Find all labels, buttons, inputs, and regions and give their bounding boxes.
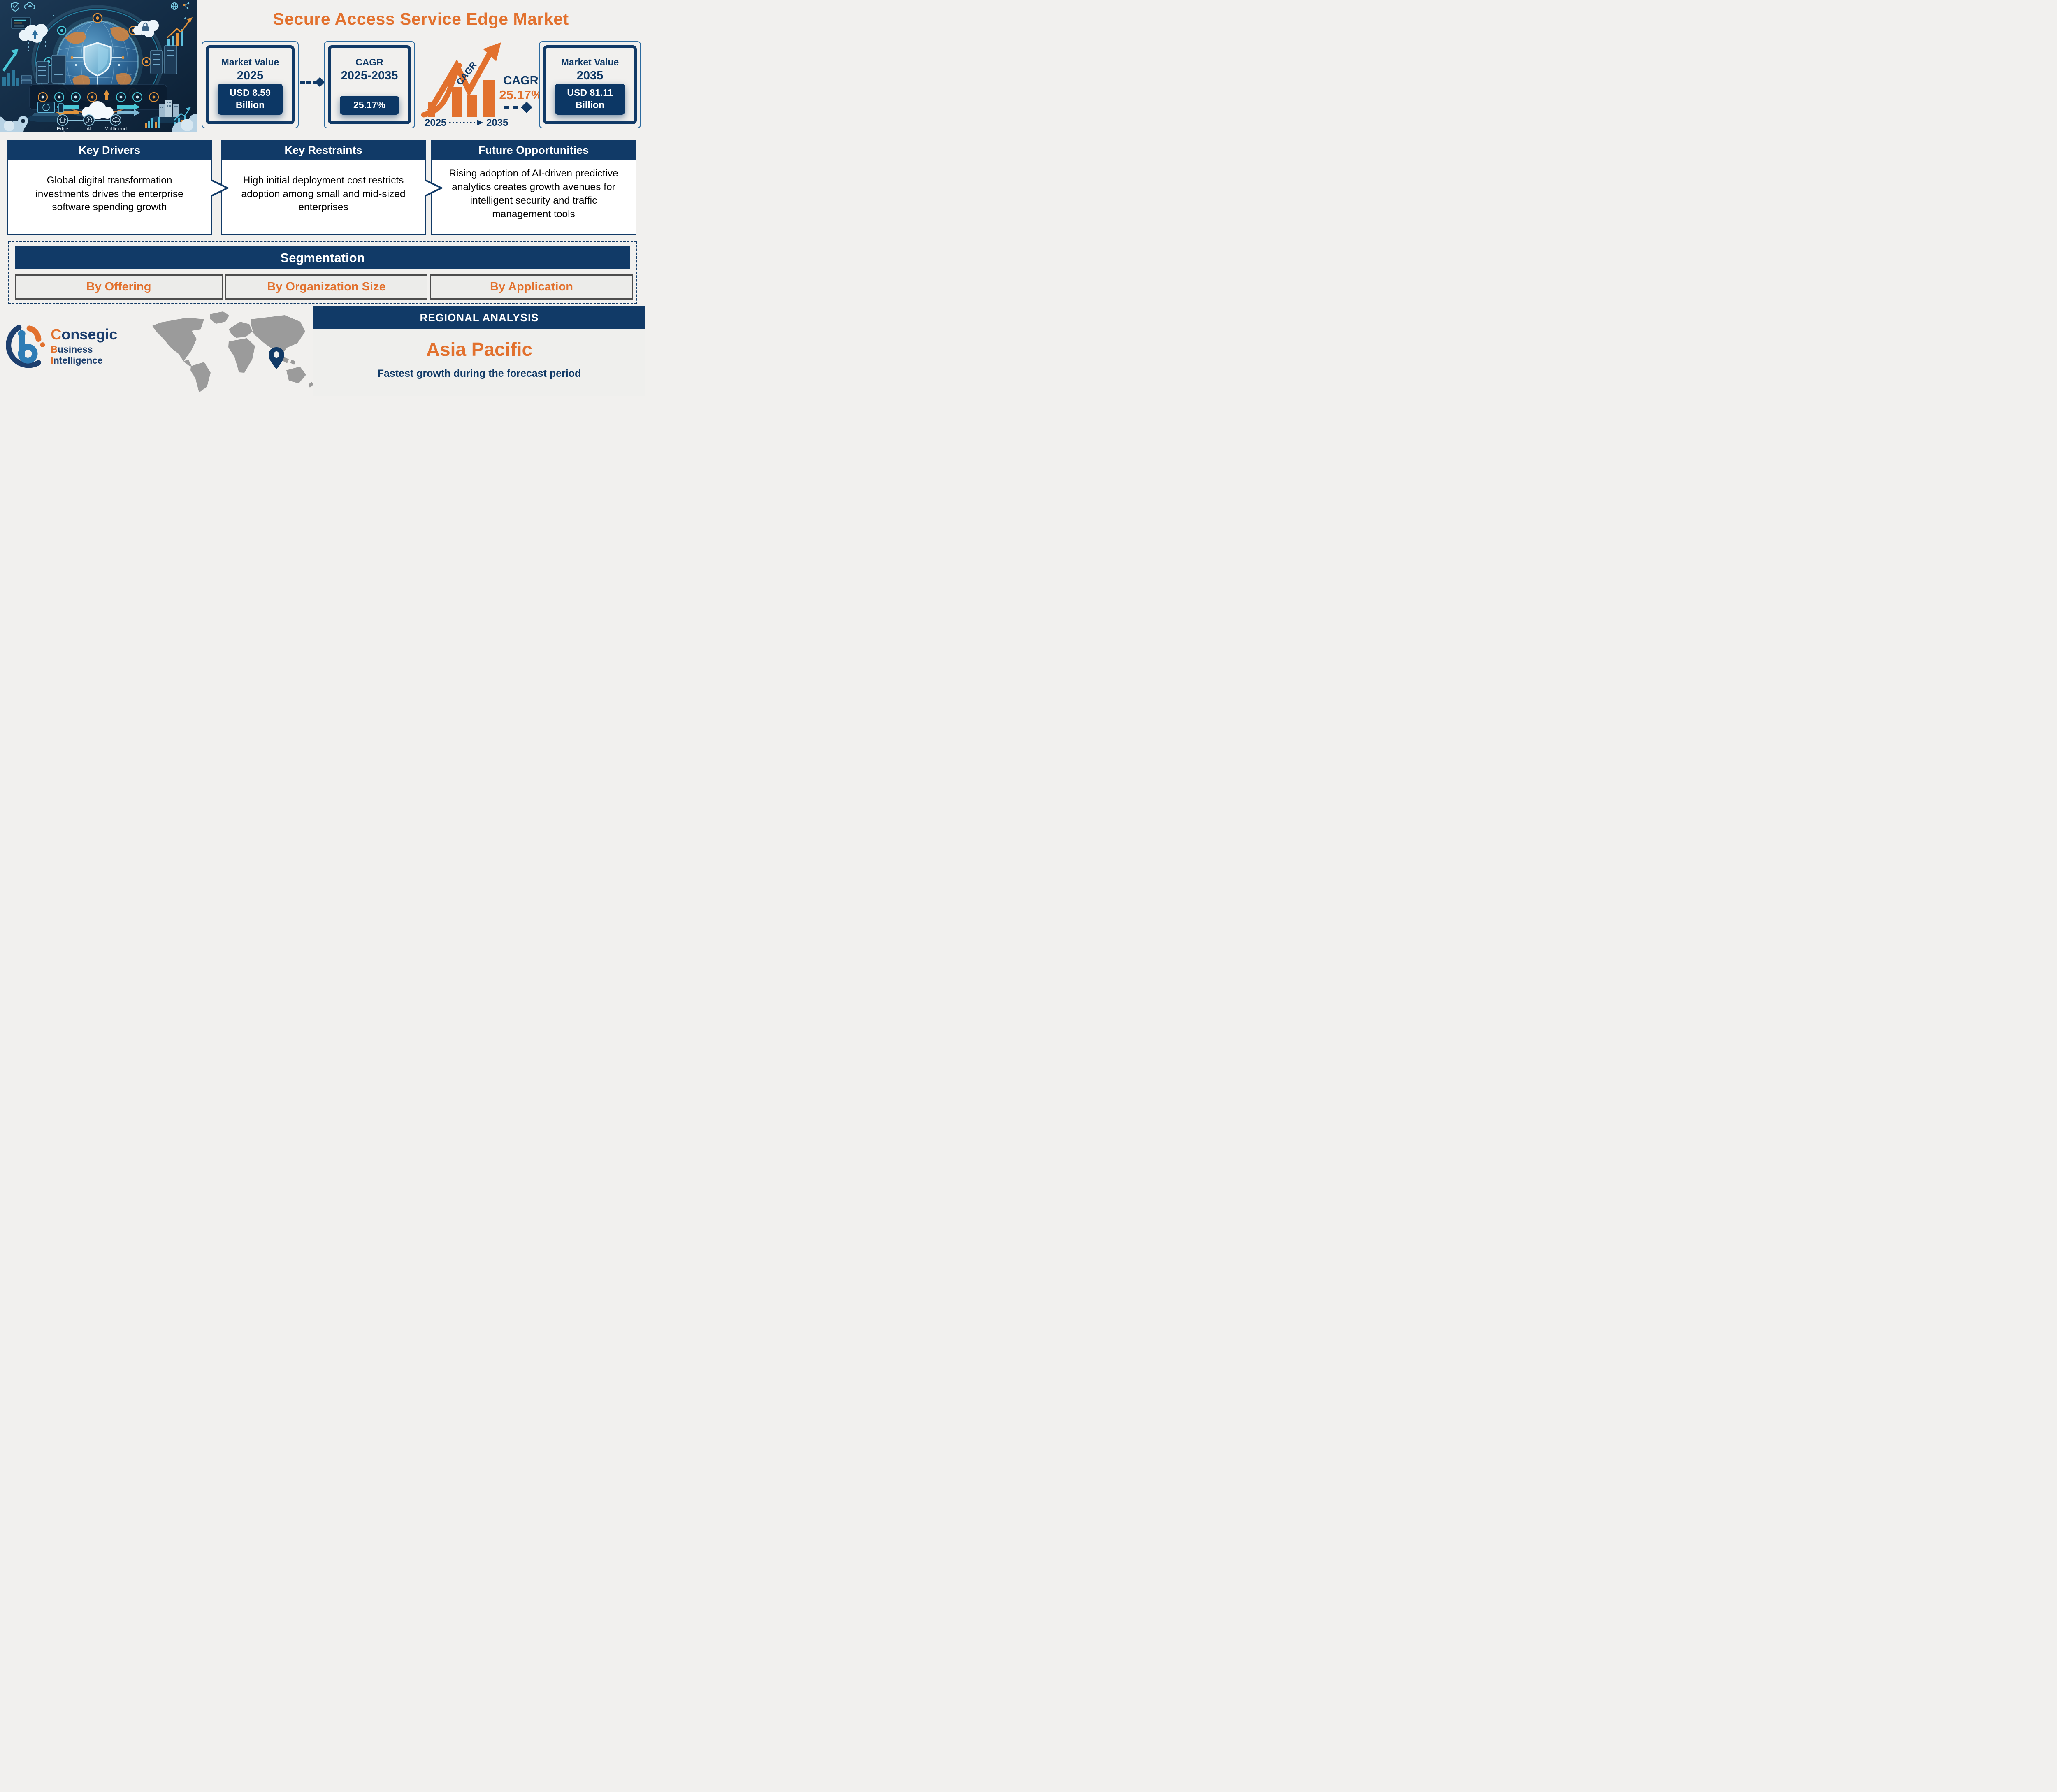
regional-analysis-header: REGIONAL ANALYSIS (313, 306, 645, 329)
market-value-2025-box: Market Value 2025 USD 8.59 Billion (202, 41, 299, 128)
icon-strip-panel (29, 84, 167, 110)
chevron-right-icon (211, 179, 230, 197)
chip-icon (59, 117, 66, 123)
market-value-2035-amount: USD 81.11 (567, 87, 613, 98)
market-value-2035-year: 2035 (576, 69, 604, 82)
cloud-upload-icon (24, 2, 35, 10)
chart-start-year: 2025 (425, 117, 446, 128)
cloud-upload-illustration (19, 24, 48, 54)
market-value-2025-amount: USD 8.59 (230, 87, 271, 98)
future-opportunities-box: Future Opportunities Rising adoption of … (431, 140, 636, 235)
logo-letter-i: I (51, 355, 53, 366)
cagr-box: CAGR 2025-2035 25.17% (324, 41, 415, 128)
ai-brain-icon (86, 116, 93, 124)
multicloud-icon (112, 117, 120, 123)
timeline-arrowhead (477, 120, 483, 125)
cagr-side-label: CAGR (503, 74, 538, 87)
hero-illustration: Edge AI Multicloud (0, 0, 197, 132)
laptop-icon (27, 102, 65, 122)
diamond-arrowhead (315, 77, 325, 87)
segmentation-header: Segmentation (15, 246, 630, 269)
growth-chart-right (166, 17, 193, 46)
regional-analysis-panel: REGIONAL ANALYSIS Asia Pacific Fastest g… (313, 306, 645, 396)
market-value-2025-unit: Billion (235, 100, 265, 111)
hero-label-edge: Edge (57, 126, 68, 132)
cagr-box-range: 2025-2035 (341, 69, 398, 82)
shield-check-icon (11, 2, 19, 12)
cagr-growth-chart: CAGR CAGR 25.17% 2025 2035 (421, 42, 541, 128)
world-map (152, 311, 313, 392)
market-value-2025-year: 2025 (237, 69, 264, 82)
market-value-2025-title: Market Value (221, 57, 279, 67)
future-opportunities-header: Future Opportunities (431, 140, 636, 160)
logo-brand-name: Consegic (51, 327, 147, 342)
cagr-box-title: CAGR (355, 57, 383, 67)
map-pin-icon (269, 347, 284, 369)
chevron-right-icon (425, 179, 443, 197)
arrowhead (483, 42, 501, 61)
market-value-2035-title: Market Value (561, 57, 619, 67)
segment-by-organization-size: By Organization Size (225, 274, 427, 300)
chart-end-year: 2035 (486, 117, 508, 128)
growth-swoosh (421, 63, 462, 118)
logo-mark-icon (6, 325, 45, 368)
key-restraints-body: High initial deployment cost restricts a… (241, 174, 406, 213)
bar-chart-left (2, 70, 19, 86)
connector-dashed-arrow (300, 77, 325, 87)
decorative-clouds (0, 114, 197, 132)
page-title: Secure Access Service Edge Market (273, 9, 569, 28)
dashboard-panel (11, 17, 31, 29)
diamond-arrowhead (521, 102, 532, 113)
market-value-2035-pill: USD 81.11 Billion (555, 84, 625, 115)
segmentation-section: Segmentation By Offering By Organization… (8, 241, 637, 304)
logo-intelligence-rest: ntelligence (53, 355, 103, 366)
network-nodes-icon (183, 2, 190, 9)
key-drivers-header: Key Drivers (7, 140, 211, 160)
server-rack-icon (21, 55, 66, 84)
server-rack-right-icon (150, 45, 177, 74)
segment-by-offering: By Offering (15, 274, 223, 300)
segment-by-application: By Application (430, 274, 633, 300)
feature-circles: Edge AI Multicloud (57, 114, 127, 132)
cagr-box-pill: 25.17% (340, 96, 399, 115)
logo-business-rest: usiness (57, 344, 93, 355)
regional-region-name: Asia Pacific (426, 339, 533, 360)
key-restraints-box: Key Restraints High initial deployment c… (221, 140, 426, 235)
logo-letter-b: B (51, 344, 58, 355)
regional-subtitle: Fastest growth during the forecast perio… (377, 368, 581, 379)
market-value-2035-unit: Billion (575, 100, 605, 111)
cagr-box-value: 25.17% (353, 100, 385, 111)
logo-name-rest: onsegic (61, 326, 118, 343)
key-drivers-body: Global digital transformation investment… (35, 174, 183, 213)
city-buildings-icon (150, 100, 186, 123)
key-drivers-box: Key Drivers Global digital transformatio… (7, 140, 212, 235)
growth-arrow-left (2, 49, 19, 72)
key-restraints-header: Key Restraints (221, 140, 425, 160)
logo-letter-c: C (51, 326, 62, 343)
cloud-lock-icon (133, 20, 159, 37)
dashed-line (300, 81, 318, 84)
logo-tagline: Business Intelligence (51, 344, 147, 366)
zigzag-arrow (427, 52, 492, 113)
market-value-2035-box: Market Value 2035 USD 81.11 Billion (539, 41, 641, 128)
hero-label-ai: AI (86, 126, 91, 132)
future-opportunities-body: Rising adoption of AI-driven predictive … (449, 168, 618, 220)
cagr-side-value: 25.17% (499, 88, 541, 102)
company-logo: Consegic Business Intelligence (5, 322, 147, 371)
hero-label-multicloud: Multicloud (104, 126, 127, 132)
globe-icon (171, 2, 178, 10)
infographic-canvas: Edge AI Multicloud Secure Access Service… (0, 0, 645, 396)
market-value-2025-pill: USD 8.59 Billion (218, 84, 283, 115)
